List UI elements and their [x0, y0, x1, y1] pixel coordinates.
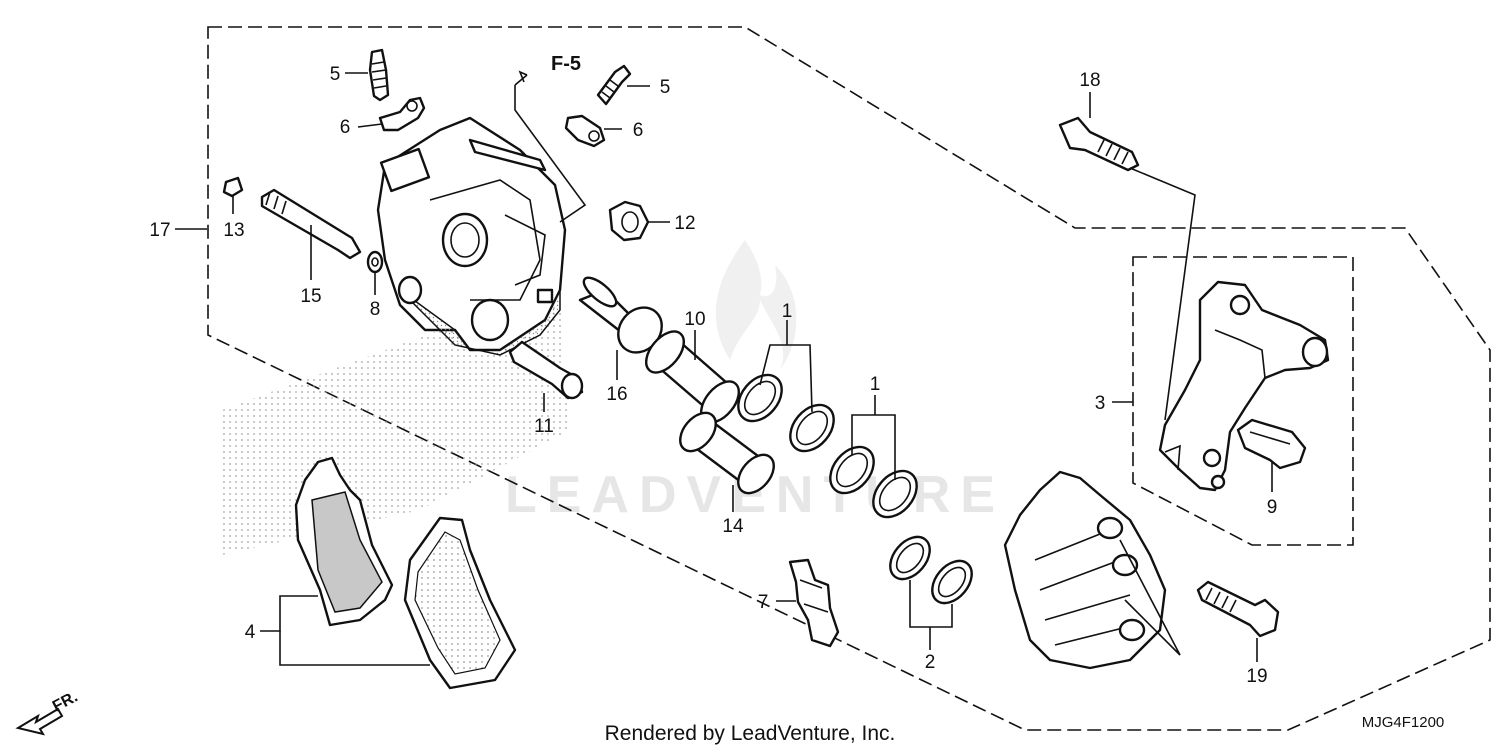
- pad-spring-7: [788, 558, 840, 648]
- bleeder-cap-left: [378, 96, 426, 132]
- callout-7: 7: [758, 592, 769, 613]
- callout-17: 17: [149, 220, 170, 241]
- callout-19: 19: [1246, 666, 1267, 687]
- bushing-12: [608, 200, 650, 242]
- caliper-bracket-3: [1158, 280, 1330, 492]
- callout-13: 13: [223, 220, 244, 241]
- piston-seals-1-upper: [737, 373, 835, 453]
- callout-5-right: 5: [660, 77, 671, 98]
- callout-1-lower: 1: [870, 374, 881, 395]
- callout-10: 10: [684, 309, 705, 330]
- callout-12: 12: [674, 213, 695, 234]
- callout-6-right: 6: [633, 120, 644, 141]
- slide-pin-15: [260, 188, 362, 260]
- caliper-body: [376, 116, 567, 356]
- bracket-assembly-outline: [1132, 256, 1354, 546]
- retainer-clip-9: [1236, 418, 1307, 470]
- caliper-assembly-outline: [207, 26, 1491, 731]
- arrow-icon: [15, 707, 64, 736]
- callout-2: 2: [925, 652, 936, 673]
- callout-6-left: 6: [340, 117, 351, 138]
- callout-3: 3: [1095, 393, 1106, 414]
- callout-labels: 1 1 2 3 4 5 5 6 6 7 8 9 10 11 12 13 14 1…: [149, 64, 1277, 687]
- bleeder-cap-right: [564, 114, 606, 148]
- callout-5-left: 5: [330, 64, 341, 85]
- brake-pad-outer: [403, 516, 517, 690]
- callout-1-upper: 1: [782, 301, 793, 322]
- bleeder-screw-left: [368, 48, 390, 102]
- brake-pad-inner: [294, 456, 394, 627]
- outer-caliper-half: [1003, 470, 1167, 670]
- callout-9: 9: [1267, 497, 1278, 518]
- plug-13: [222, 176, 244, 198]
- bleeder-screw-right: [596, 64, 632, 106]
- callout-18: 18: [1079, 70, 1100, 91]
- dust-seals-2: [889, 535, 973, 605]
- bolt-18: [1058, 116, 1140, 172]
- piston-10: [645, 330, 740, 424]
- callout-15: 15: [300, 286, 321, 307]
- callout-16: 16: [606, 384, 627, 405]
- callout-4: 4: [245, 622, 256, 643]
- callout-11: 11: [534, 416, 554, 437]
- callout-14: 14: [722, 516, 744, 537]
- piston-14: [679, 411, 775, 495]
- front-direction-indicator: FR.: [15, 688, 81, 736]
- reference-label: F-5: [551, 53, 581, 75]
- caliper-pin-11: [508, 340, 584, 400]
- piston-seals-1-lower: [829, 445, 918, 519]
- callout-8: 8: [370, 299, 381, 320]
- leader-lines: [175, 70, 1273, 666]
- piston-16: [578, 276, 663, 354]
- credit-text: Rendered by LeadVenture, Inc.: [605, 722, 896, 745]
- diagram-code: MJG4F1200: [1362, 714, 1445, 731]
- washer-8: [366, 250, 384, 274]
- bolt-19: [1196, 580, 1280, 638]
- watermark-logo: [715, 240, 797, 370]
